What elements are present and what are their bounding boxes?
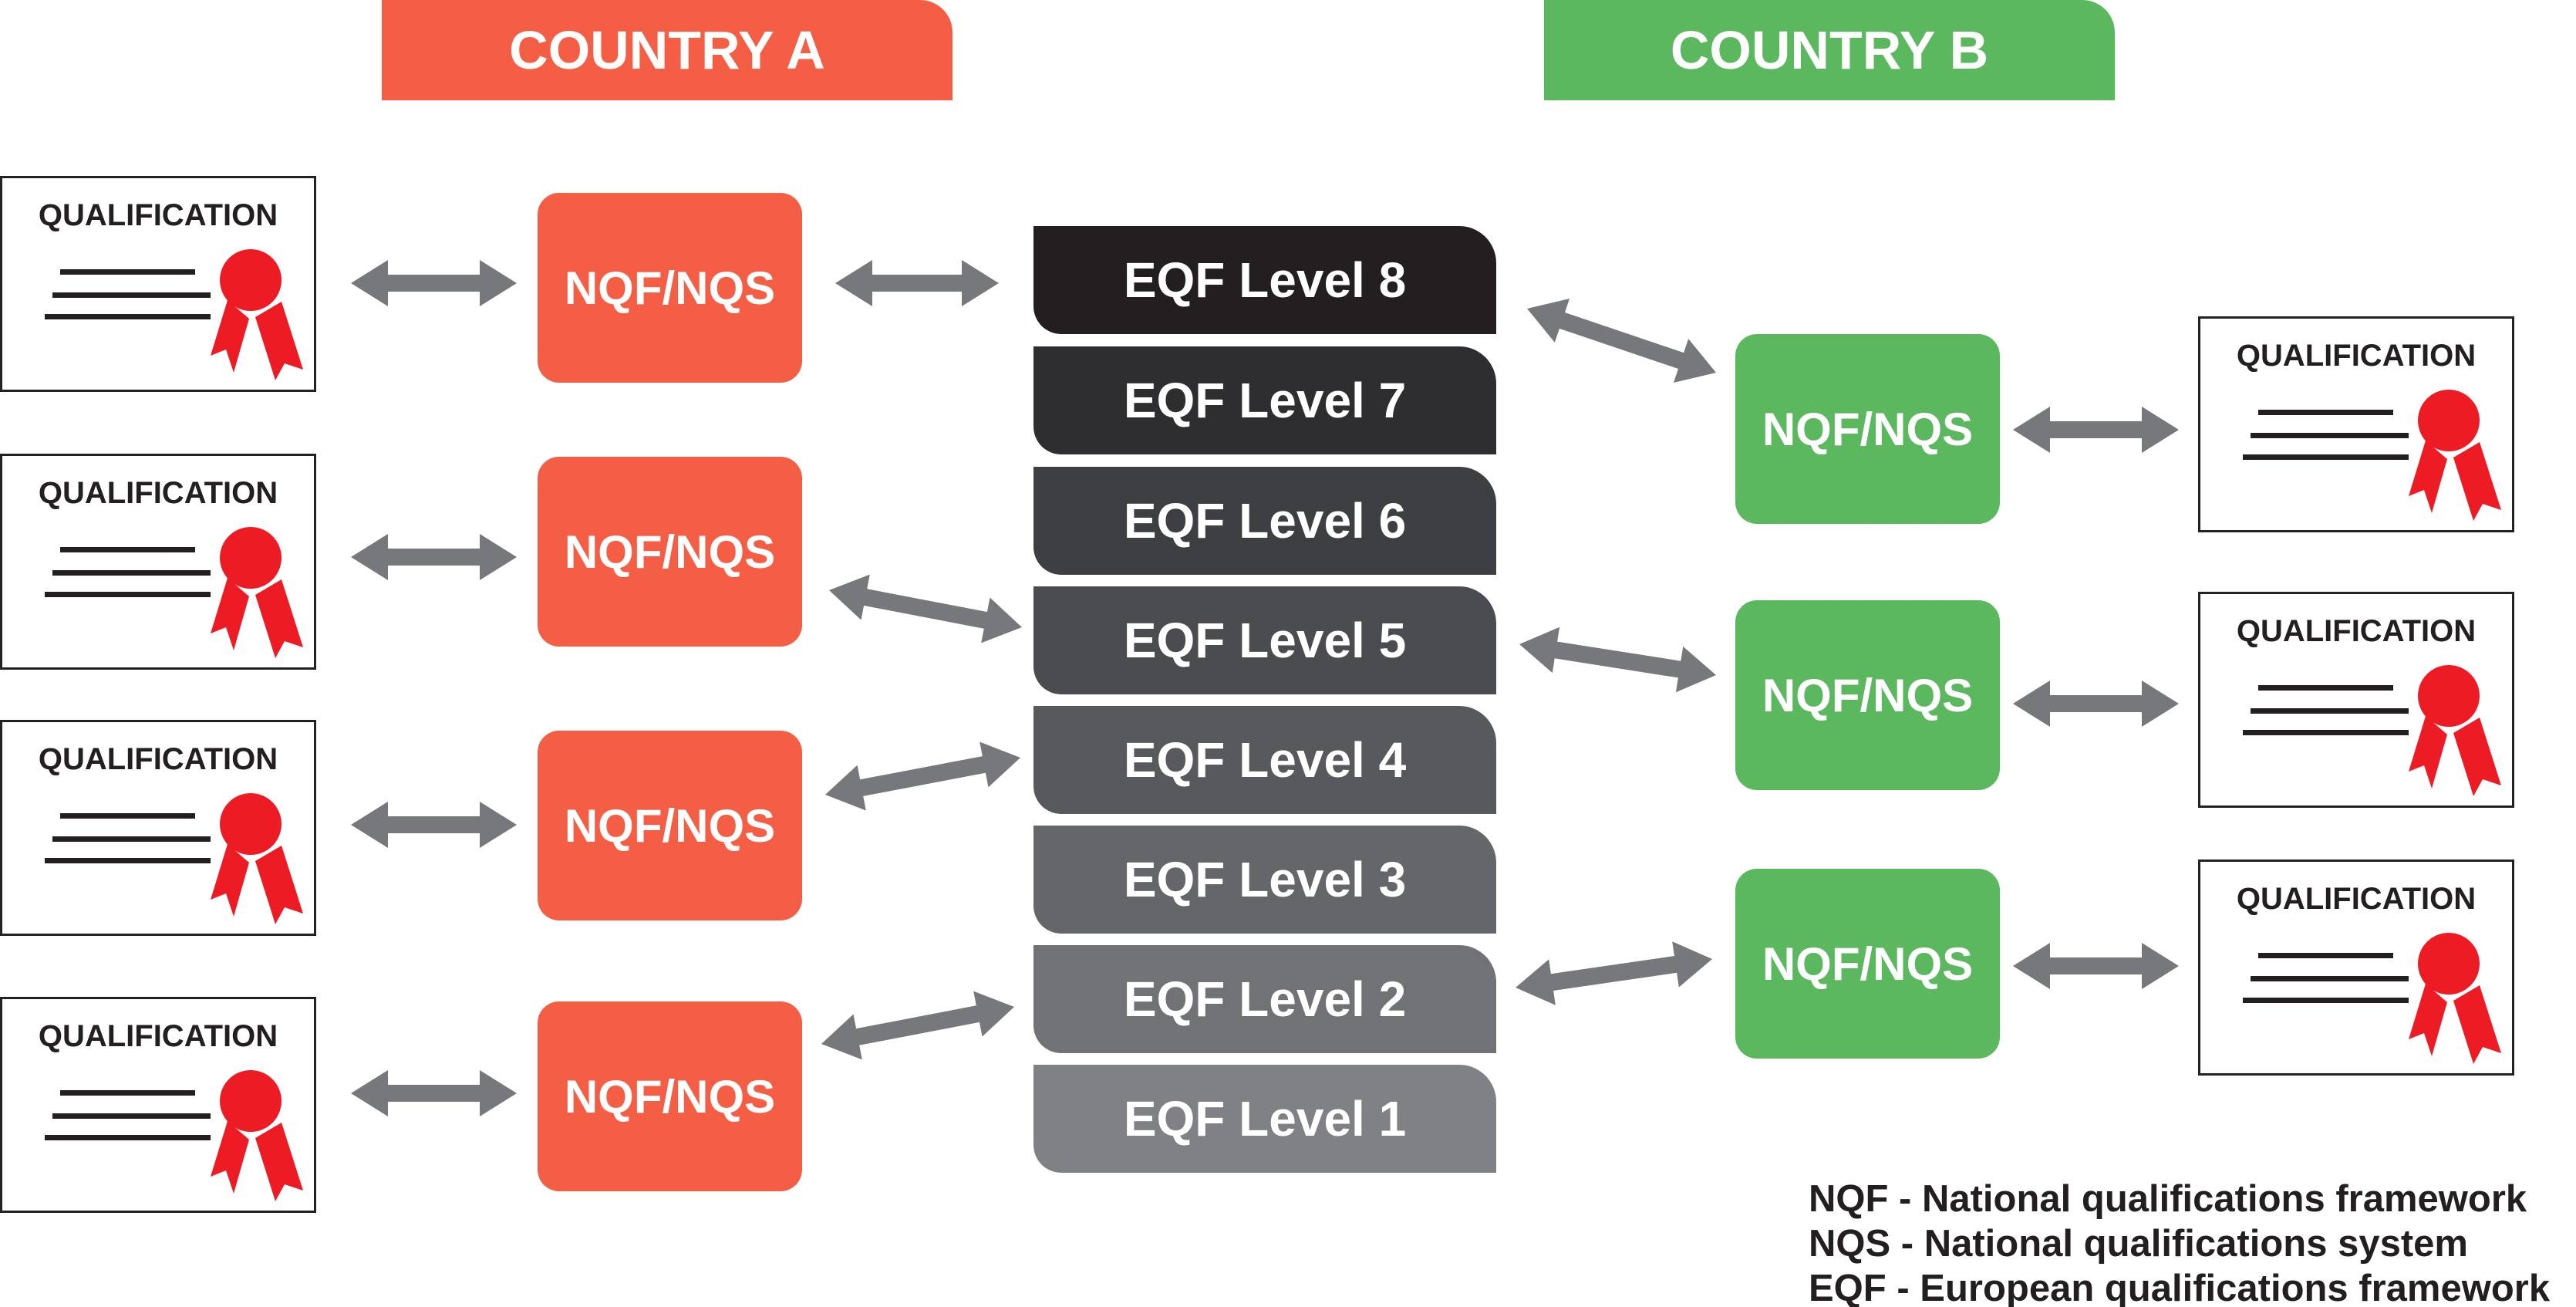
arrow-nqf-a4-to-eqf-2 bbox=[821, 991, 1014, 1060]
nqf-nqs-box-a4: NQF/NQS bbox=[538, 1001, 802, 1191]
qualification-title: QUALIFICATION bbox=[38, 742, 278, 776]
legend-item-eqf: EQF - European qualifications framework bbox=[1809, 1268, 2551, 1307]
qualification-title: QUALIFICATION bbox=[38, 198, 278, 232]
arrow-qual-a4-to-nqf-a4 bbox=[351, 1070, 517, 1116]
nqf-nqs-box-b2: NQF/NQS bbox=[1735, 600, 2000, 790]
arrow-nqf-a2-to-eqf-5 bbox=[829, 574, 1022, 643]
seal-icon bbox=[2409, 390, 2501, 521]
arrow-nqf-b2-to-qual-b2 bbox=[2013, 681, 2179, 727]
arrow-qual-a1-to-nqf-a1 bbox=[351, 260, 517, 306]
arrow-nqf-a3-to-eqf-4 bbox=[825, 741, 1020, 811]
country-a-header: COUNTRY A bbox=[382, 0, 953, 100]
arrow-eqf-2-to-nqf-b3 bbox=[1516, 941, 1712, 1005]
arrow-eqf-5-to-nqf-b2 bbox=[1519, 626, 1716, 693]
nqf-nqs-box-a1: NQF/NQS bbox=[538, 193, 802, 383]
qualification-card-a3: QUALIFICATION bbox=[0, 720, 316, 936]
eqf-level-6: EQF Level 6 bbox=[1033, 467, 1496, 575]
seal-icon bbox=[211, 1070, 303, 1201]
legend: NQF - National qualifications framework … bbox=[1809, 1177, 2550, 1307]
qualification-card-b2: QUALIFICATION bbox=[2198, 592, 2514, 808]
nqf-nqs-box-b3: NQF/NQS bbox=[1735, 869, 2000, 1059]
eqf-level-2: EQF Level 2 bbox=[1033, 945, 1496, 1053]
qualification-title: QUALIFICATION bbox=[2236, 339, 2477, 373]
legend-item-nqf: NQF - National qualifications framework bbox=[1809, 1178, 2527, 1220]
country-b-header: COUNTRY B bbox=[1544, 0, 2115, 100]
eqf-level-5: EQF Level 5 bbox=[1033, 586, 1496, 694]
arrow-nqf-b1-to-qual-b1 bbox=[2013, 407, 2179, 453]
nqf-nqs-box-a3: NQF/NQS bbox=[538, 731, 802, 920]
qualification-card-a2: QUALIFICATION bbox=[0, 454, 316, 670]
nqf-nqs-box-b1: NQF/NQS bbox=[1735, 334, 2000, 524]
arrow-eqf-8-to-nqf-b1 bbox=[1527, 298, 1716, 383]
qualification-title: QUALIFICATION bbox=[2236, 882, 2477, 916]
seal-icon bbox=[2409, 665, 2501, 796]
document-lines bbox=[45, 1090, 222, 1167]
document-lines bbox=[45, 269, 222, 346]
qualification-title: QUALIFICATION bbox=[38, 1019, 278, 1053]
eqf-level-7: EQF Level 7 bbox=[1033, 346, 1496, 454]
legend-item-nqs: NQS - National qualifications system bbox=[1809, 1223, 2468, 1265]
qualification-title: QUALIFICATION bbox=[38, 476, 278, 510]
document-lines bbox=[2243, 953, 2420, 1030]
qualification-card-b3: QUALIFICATION bbox=[2198, 860, 2514, 1076]
qualification-card-a1: QUALIFICATION bbox=[0, 176, 316, 392]
seal-icon bbox=[211, 249, 303, 380]
qualification-card-a4: QUALIFICATION bbox=[0, 997, 316, 1213]
document-lines bbox=[2243, 685, 2420, 762]
seal-icon bbox=[211, 527, 303, 658]
nqf-nqs-box-a2: NQF/NQS bbox=[538, 457, 802, 647]
seal-icon bbox=[211, 793, 303, 924]
eqf-level-4: EQF Level 4 bbox=[1033, 706, 1496, 814]
document-lines bbox=[45, 547, 222, 624]
eqf-level-3: EQF Level 3 bbox=[1033, 826, 1496, 934]
arrow-nqf-b3-to-qual-b3 bbox=[2013, 943, 2179, 989]
qualification-card-b1: QUALIFICATION bbox=[2198, 316, 2514, 532]
document-lines bbox=[2243, 410, 2420, 487]
seal-icon bbox=[2409, 933, 2501, 1064]
eqf-level-8: EQF Level 8 bbox=[1033, 226, 1496, 334]
eqf-level-1: EQF Level 1 bbox=[1033, 1065, 1496, 1173]
arrow-nqf-a1-to-eqf-8 bbox=[835, 260, 999, 306]
arrow-qual-a3-to-nqf-a3 bbox=[351, 802, 517, 848]
document-lines bbox=[45, 813, 222, 890]
qualification-title: QUALIFICATION bbox=[2236, 614, 2477, 648]
arrow-qual-a2-to-nqf-a2 bbox=[351, 534, 517, 580]
